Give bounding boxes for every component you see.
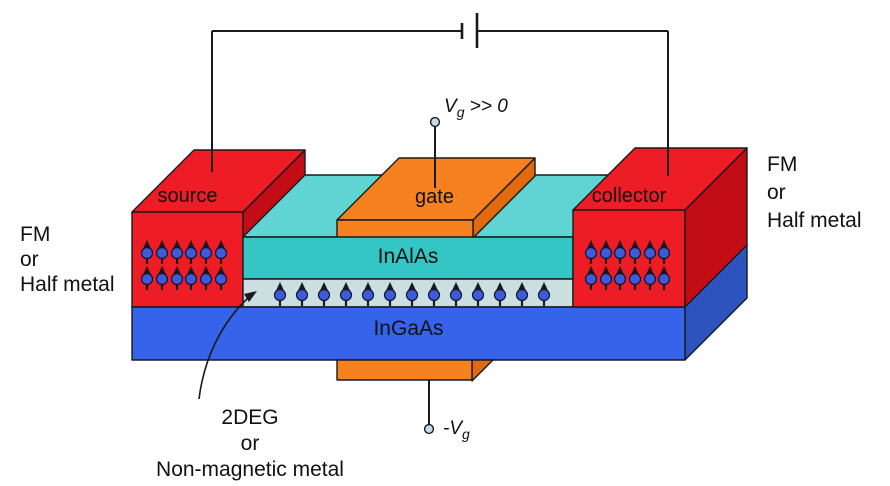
left-material-label: FM or Half metal xyxy=(20,223,115,296)
spin-up-icon xyxy=(295,282,309,306)
spin-up-icon xyxy=(317,282,331,306)
source-spins xyxy=(140,240,228,290)
spin-up-icon xyxy=(584,266,598,290)
right-material-label: FM or Half metal xyxy=(767,153,862,232)
spin-up-icon xyxy=(643,266,657,290)
gate-front-face xyxy=(336,219,474,239)
spin-up-icon xyxy=(584,240,598,264)
back-gate-front-face xyxy=(336,359,473,381)
gate-terminal-dot xyxy=(429,116,441,128)
spin-up-icon xyxy=(628,266,642,290)
inalas-front-face xyxy=(242,236,574,280)
back-gate-terminal-dot xyxy=(423,423,435,435)
source-front-face xyxy=(131,211,244,308)
back-gate-side-face xyxy=(471,359,494,382)
spin-up-icon xyxy=(405,282,419,306)
spin-up-icon xyxy=(515,282,529,306)
spin-up-icon xyxy=(140,266,154,290)
spin-up-icon xyxy=(184,240,198,264)
spin-up-icon xyxy=(273,282,287,306)
collector-spins xyxy=(584,240,671,290)
gate-label: gate xyxy=(415,186,454,208)
spin-up-icon xyxy=(199,240,213,264)
spin-up-icon xyxy=(427,282,441,306)
ingaas-label: InGaAs xyxy=(373,317,444,340)
spin-up-icon xyxy=(214,266,228,290)
back-gate-voltage-label: -Vg xyxy=(443,418,470,442)
spin-up-icon xyxy=(170,240,184,264)
battery-icon xyxy=(460,13,479,48)
spin-up-icon xyxy=(493,282,507,306)
spin-up-icon xyxy=(140,240,154,264)
spin-up-icon xyxy=(657,240,671,264)
spin-up-icon xyxy=(613,240,627,264)
spin-up-icon xyxy=(155,266,169,290)
channel-spins xyxy=(273,282,551,306)
spin-up-icon xyxy=(657,266,671,290)
spin-up-icon xyxy=(170,266,184,290)
spin-up-icon xyxy=(449,282,463,306)
spin-up-icon xyxy=(199,266,213,290)
spin-up-icon xyxy=(339,282,353,306)
spin-up-icon xyxy=(643,240,657,264)
spin-up-icon xyxy=(628,240,642,264)
spin-up-icon xyxy=(214,240,228,264)
spin-up-icon xyxy=(471,282,485,306)
gate-voltage-label: Vg >> 0 xyxy=(444,96,508,120)
spin-up-icon xyxy=(383,282,397,306)
source-label: source xyxy=(157,185,218,207)
2deg-annotation-arrow xyxy=(198,291,257,400)
channel-note-label: 2DEG or Non-magnetic metal xyxy=(156,406,344,481)
spin-up-icon xyxy=(155,240,169,264)
spin-up-icon xyxy=(599,240,613,264)
spin-up-icon xyxy=(361,282,375,306)
spin-up-icon xyxy=(184,266,198,290)
spin-up-icon xyxy=(537,282,551,306)
spin-up-icon xyxy=(613,266,627,290)
inalas-label: InAlAs xyxy=(377,245,439,268)
spin-up-icon xyxy=(599,266,613,290)
collector-label: collector xyxy=(591,185,667,207)
